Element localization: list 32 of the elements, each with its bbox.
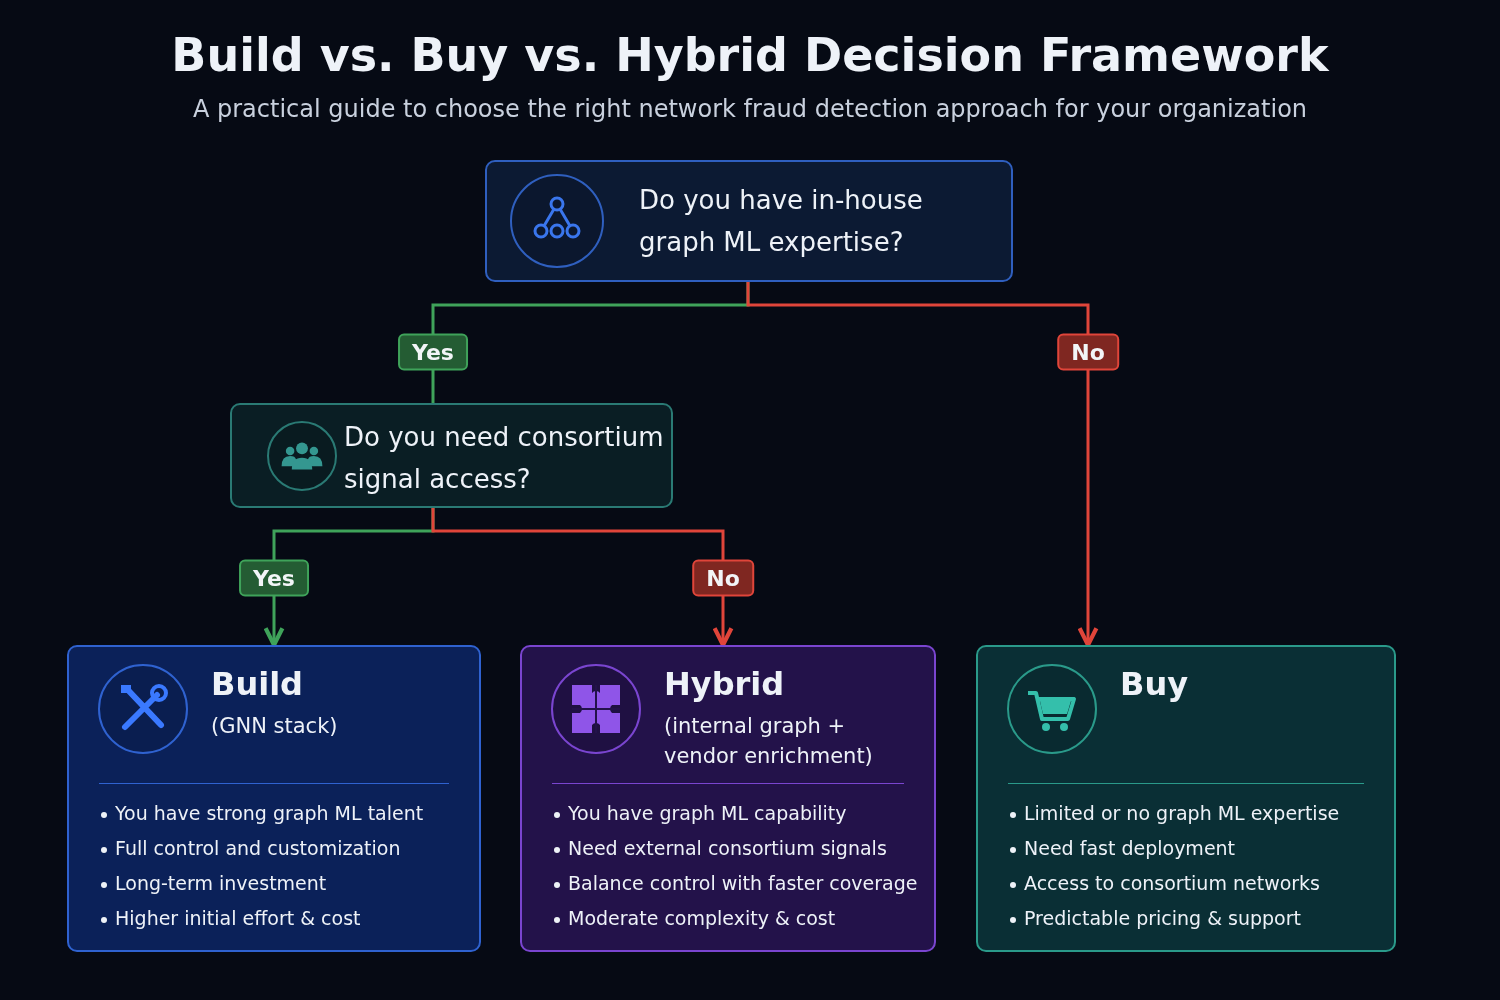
decision-box [230, 403, 673, 508]
card-subtitle: (internal graph + vendor enrichment) [664, 713, 874, 771]
bullet-item: Full control and customization [115, 837, 401, 859]
title: Build vs. Buy vs. Hybrid Decision Framework [170, 28, 1330, 82]
card-title: Build [211, 665, 303, 703]
bullet-item: You have strong graph ML talent [115, 802, 424, 824]
connector-arrow [746, 282, 1099, 648]
bullet-item: You have graph ML capability [568, 802, 847, 824]
bullet-item: Access to consortium networks [1024, 872, 1321, 894]
bullet-item: Higher initial effort & cost [115, 907, 361, 929]
question-text: Do you need consortium signal access? [344, 421, 665, 496]
edge-label: No [1057, 333, 1119, 371]
outcome-card [520, 645, 936, 952]
edge-label: Yes [398, 333, 468, 371]
connector-arrow [431, 508, 734, 648]
card-title: Buy [1120, 665, 1189, 703]
bullet-item: Need fast deployment [1024, 837, 1236, 859]
outcome-card [67, 645, 481, 952]
edge-label: Yes [239, 559, 309, 597]
card-title: Hybrid [664, 665, 785, 703]
decision-box [485, 160, 1013, 282]
subtitle: A practical guide to choose the right network fraud detection approach for your organization [191, 95, 1309, 123]
outcome-card [976, 645, 1396, 952]
edge-label: No [692, 559, 754, 597]
bullet-item: Balance control with faster coverage [568, 872, 918, 894]
question-text: Do you have in-house graph ML expertise? [639, 184, 924, 259]
card-subtitle: (GNN stack) [211, 713, 339, 740]
bullet-item: Need external consortium signals [568, 837, 887, 859]
bullet-item: Long-term investment [115, 872, 327, 894]
bullet-item: Predictable pricing & support [1024, 907, 1301, 929]
bullet-item: Moderate complexity & cost [568, 907, 836, 929]
bullet-item: Limited or no graph ML expertise [1024, 802, 1340, 824]
